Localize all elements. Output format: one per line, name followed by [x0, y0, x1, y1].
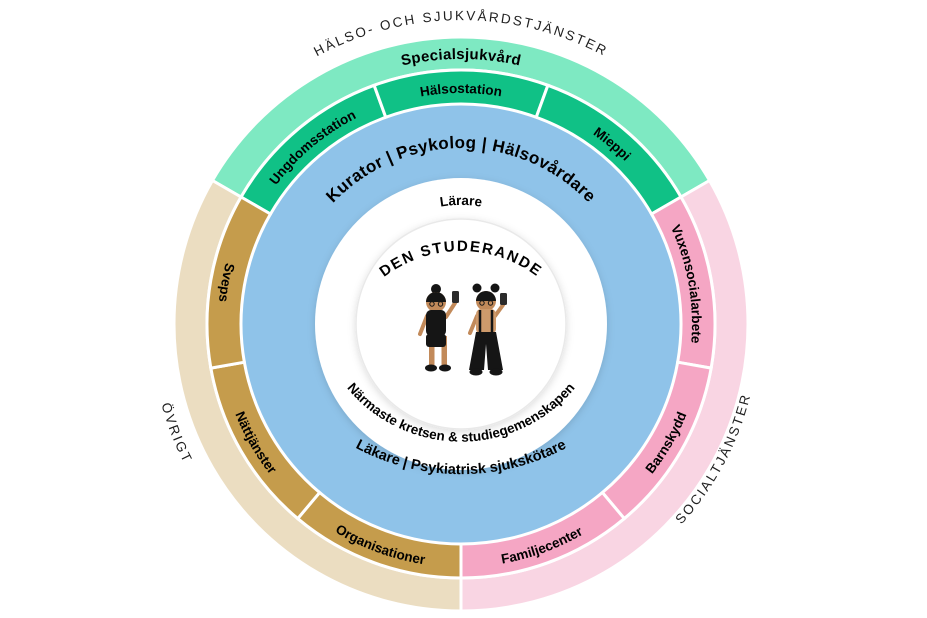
- segment-sveps: [205, 194, 273, 370]
- label-larare: Lärare: [439, 193, 484, 210]
- student-circle: [355, 218, 567, 430]
- label-specialsjukvard: Specialsjukvård: [399, 46, 522, 70]
- students-illustration: [418, 283, 507, 376]
- student-left: [418, 284, 459, 372]
- label-halsostation: Hälsostation: [419, 81, 503, 99]
- student-right: [468, 283, 507, 376]
